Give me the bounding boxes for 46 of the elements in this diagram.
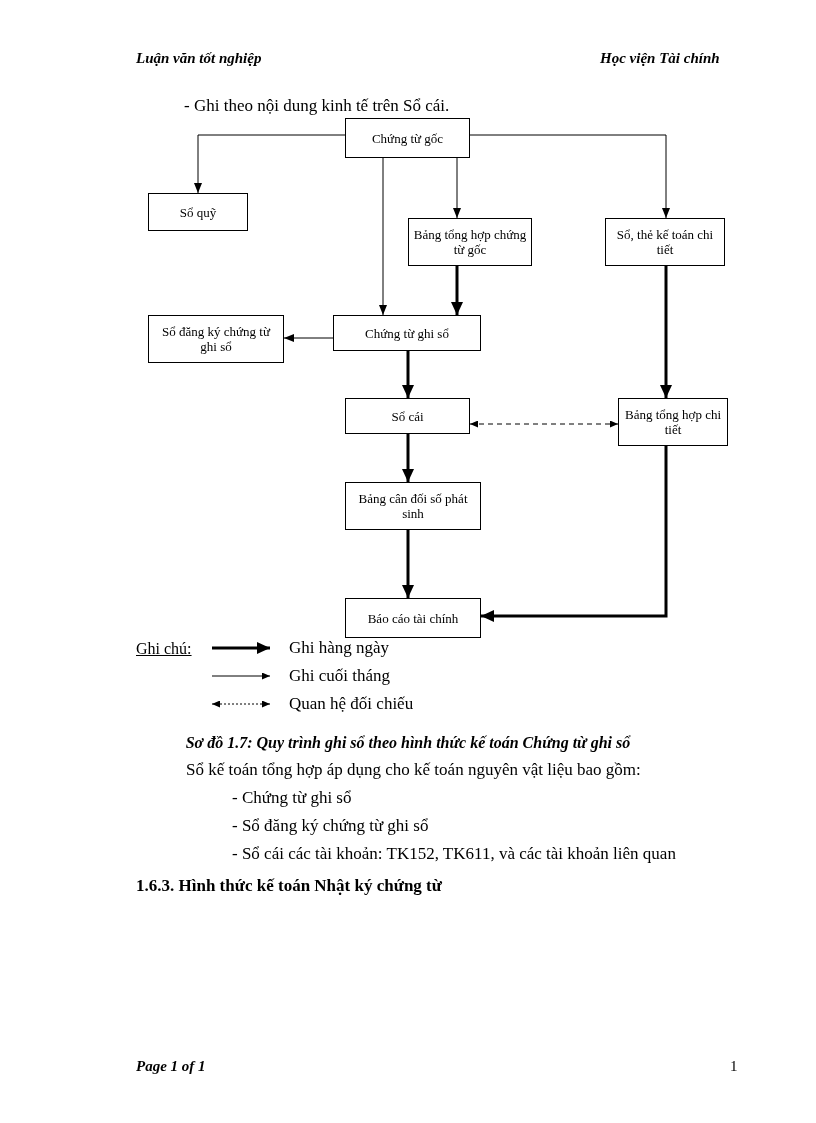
process-box <box>605 218 725 266</box>
box-label: Bảng tổng hợp chứng từ gốc <box>413 227 527 257</box>
page-header-text: Page 1 of 1 <box>136 1058 206 1075</box>
body-text: - Sổ cái các tài khoản: TK152, TK611, và các tài khoản liên quan <box>232 844 676 864</box>
page-header-text: Học viện Tài chính <box>600 50 720 67</box>
process-box <box>148 315 284 363</box>
box-label: Báo cáo tài chính <box>367 610 459 626</box>
process-box <box>345 482 481 530</box>
arrow <box>379 157 387 316</box>
box-label: Bảng cân đối số phát sinh <box>357 491 469 521</box>
body-text: - Sổ đăng ký chứng từ ghi sổ <box>232 816 429 836</box>
legend-text: Ghi cuối tháng <box>289 666 391 686</box>
arrow <box>283 334 334 342</box>
process-box <box>408 218 532 266</box>
arrow <box>194 134 346 194</box>
arrow <box>451 266 463 315</box>
process-box <box>148 193 248 231</box>
box-label: Chứng từ ghi sổ <box>365 325 449 341</box>
box-label: Sổ quỹ <box>179 204 217 220</box>
page-header-text: 1 <box>730 1058 738 1075</box>
process-box <box>345 398 470 434</box>
arrow <box>469 134 670 219</box>
process-box <box>618 398 728 446</box>
page-header-text: Luận văn tốt nghiệp <box>136 50 262 67</box>
box-label: Sổ đăng ký chứng từ ghi sổ <box>161 324 272 354</box>
arrow <box>402 434 414 482</box>
box-label: Sổ, thẻ kế toán chi tiết <box>615 227 715 257</box>
process-box <box>345 598 481 638</box>
box-label: Bảng tổng hợp chi tiết <box>623 407 723 437</box>
process-box <box>345 118 470 158</box>
section-heading: 1.6.3. Hình thức kế toán Nhật ký chứng từ <box>136 876 442 896</box>
arrow <box>402 351 414 398</box>
process-box <box>333 315 481 351</box>
legend-text: Ghi hàng ngày <box>289 638 390 658</box>
body-text: - Chứng từ ghi sổ <box>232 788 352 808</box>
legend-title: Ghi chú: <box>136 640 192 658</box>
caption: Sơ đồ 1.7: Quy trình ghi sổ theo hình thức kế toán Chứng từ ghi sổ <box>184 734 632 752</box>
box-label: Chứng từ gốc <box>371 130 444 146</box>
arrow <box>660 266 672 398</box>
arrow <box>469 420 619 428</box>
legend-text: Quan hệ đối chiếu <box>289 694 414 714</box>
arrow <box>402 530 414 598</box>
box-label: Sổ cái <box>391 408 424 424</box>
arrow <box>481 446 668 622</box>
body-text: Sổ kế toán tổng hợp áp dụng cho kế toán nguyên vật liệu bao gồm: <box>186 760 641 780</box>
arrow <box>453 157 461 219</box>
